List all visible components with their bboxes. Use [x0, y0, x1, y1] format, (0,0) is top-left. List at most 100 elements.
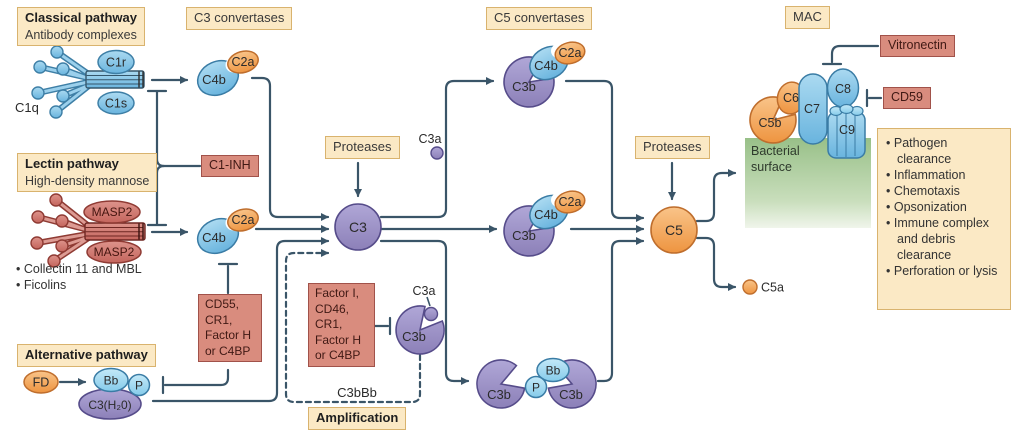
c4b-label: C4b: [534, 207, 558, 222]
c9-shape: [827, 103, 866, 159]
lectin-bundle-lines: [85, 227, 144, 237]
bb-shape: [536, 357, 570, 383]
c1q-bundle-lines: [86, 75, 144, 85]
amplification-label: Amplification: [308, 407, 407, 430]
lectin-bundle-ticks: [138, 223, 144, 240]
c3b-label: C3b: [487, 387, 511, 402]
c1r-shape: [97, 49, 135, 75]
proteases-label-left: Proteases: [325, 136, 400, 159]
c3b-label: C3b: [512, 228, 536, 243]
c3b-inhibitors-box: Factor I, CD46, CR1, Factor H or C4BP: [308, 283, 375, 367]
properdin-shape: [524, 375, 548, 399]
c4b-label: C4b: [534, 58, 558, 73]
bb-label: Bb: [546, 364, 561, 378]
c2a-label: C2a: [232, 55, 255, 69]
c3a-connector: [426, 296, 431, 307]
classical-pathway-label: Classical pathway Antibody complexes: [17, 7, 145, 46]
c1q-bulbs: [31, 45, 70, 119]
lectin-note: Ficolins: [16, 278, 142, 294]
inhib-c1inh-up: [155, 90, 202, 168]
arrow-c3-to-alt-c5conv: [379, 239, 470, 385]
c1-inh-box: C1-INH: [201, 155, 259, 177]
lectin-pathway-subtitle: High-density mannose: [25, 173, 150, 188]
masp2-top-label: MASP2: [92, 205, 133, 219]
c5b-shape: [749, 96, 797, 144]
c3b-shape: [503, 205, 555, 257]
bb-label: Bb: [104, 374, 119, 388]
c3-shape: [334, 203, 382, 251]
c1s-label: C1s: [105, 97, 127, 111]
c2a-label: C2a: [559, 195, 582, 209]
c5a-label: C5a: [761, 281, 784, 295]
c3a-shape: [430, 146, 444, 160]
mac-complex: C5b C6 C7 C8 C9: [749, 68, 866, 159]
c7-shape: [798, 73, 828, 145]
c4b-label: C4b: [202, 230, 226, 245]
c5a-shape: [742, 279, 758, 295]
c1q-bundle-ticks: [138, 71, 144, 88]
c3-convertase-inhibitors-box: CD55, CR1, Factor H or C4BP: [198, 294, 262, 362]
c2a-shape: [227, 208, 259, 232]
fd-label: FD: [33, 376, 50, 390]
outcome-item: Opsonization: [886, 199, 1005, 215]
c1r-label: C1r: [106, 56, 126, 70]
lectin-pathway-label: Lectin pathway High-density mannose: [17, 153, 158, 192]
alternative-tickover: FD Bb P C3(H₂0): [23, 367, 151, 420]
alternative-c5-convertase: C3b C3b Bb P: [476, 357, 597, 409]
masp2-top-shape: [83, 200, 141, 224]
c3b-shape: [395, 305, 445, 355]
arrow-c3-to-top-c5conv: [379, 77, 495, 219]
outcome-item: Immune complex and debris clearance: [886, 215, 1005, 263]
c2a-label: C2a: [232, 213, 255, 227]
c5b-label: C5b: [759, 116, 782, 130]
alternative-pathway-label: Alternative pathway: [17, 344, 156, 367]
classical-pathway-title: Classical pathway: [25, 10, 137, 25]
lectin-pathway-title: Lectin pathway: [25, 156, 119, 171]
bb-shape: [93, 367, 129, 393]
c1s-shape: [97, 91, 135, 115]
inhib-cd55-down: [163, 368, 230, 387]
classical-c3-convertase: C4b C2a: [196, 50, 259, 97]
c3bbb-label: C3bBb: [337, 385, 377, 400]
lectin-notes: Collectin 11 and MBL Ficolins: [16, 262, 142, 293]
c2a-shape: [554, 41, 586, 65]
arrow-alternative-to-c3: [151, 237, 330, 403]
c3b-shape: [547, 359, 597, 409]
c3a-shape: [423, 306, 439, 322]
classical-pathway-subtitle: Antibody complexes: [25, 27, 137, 42]
outcome-item: Pathogen clearance: [886, 135, 1005, 167]
classical-c5-convertase: C3b C4b C2a: [503, 41, 586, 108]
c3b-shape: [476, 359, 526, 409]
c8-label: C8: [835, 82, 851, 96]
lectin-complex: MASP2 MASP2: [30, 193, 146, 268]
lectin-c3-convertase: C4b C2a: [196, 208, 259, 255]
properdin-label: P: [135, 379, 143, 393]
c1-complex: C1r C1s C1q: [15, 45, 145, 119]
c2a-shape: [554, 190, 586, 214]
flow-arrows: [58, 76, 737, 404]
outcome-item: Inflammation: [886, 167, 1005, 183]
arrow-top-c5conv-to-c5: [564, 79, 645, 222]
arrow-classical-conv-to-c3: [250, 76, 330, 221]
arrow-c5-to-surface: [695, 169, 737, 223]
arrow-amplification-loop: [284, 249, 422, 404]
masp2-bottom-label: MASP2: [94, 245, 135, 259]
cd59-box: CD59: [883, 87, 931, 109]
outcomes-panel: Pathogen clearance Inflammation Chemotax…: [877, 128, 1011, 310]
c6-label: C6: [783, 91, 799, 105]
c2a-label: C2a: [559, 46, 582, 60]
arrow-c5-to-c5a: [695, 236, 737, 291]
c3a-label: C3a: [413, 284, 436, 298]
lectin-note: Collectin 11 and MBL: [16, 262, 142, 278]
inhib-vitronectin: [830, 44, 880, 64]
c5-label: C5: [665, 222, 683, 238]
outcome-item: Chemotaxis: [886, 183, 1005, 199]
c3b-label: C3b: [512, 79, 536, 94]
vitronectin-box: Vitronectin: [880, 35, 955, 57]
properdin-label: P: [532, 381, 540, 395]
c3h2o-label: C3(H₂0): [88, 398, 131, 412]
c3b-shape: [503, 56, 555, 108]
bacterial-surface-label: Bacterial surface: [751, 144, 800, 174]
